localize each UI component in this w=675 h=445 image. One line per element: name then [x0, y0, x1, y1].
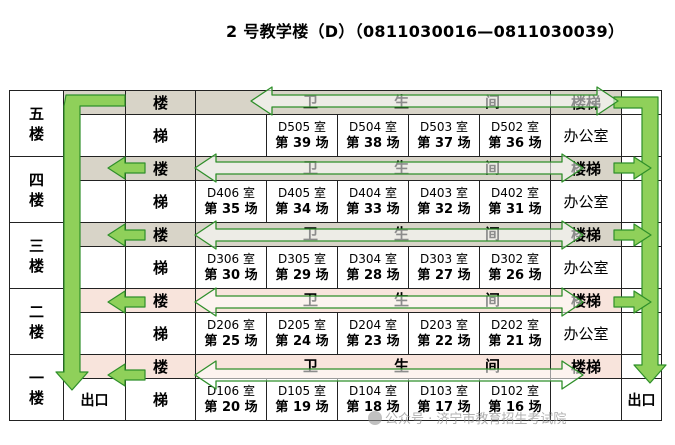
restroom-wei: 卫 [303, 159, 319, 177]
stair-ti-2: 梯 [125, 312, 196, 355]
east-edge-5b [621, 114, 662, 157]
corridor-restroom-1: 卫 生 间 [195, 354, 551, 379]
west-corridor-5 [63, 90, 126, 115]
east-edge-5 [621, 90, 662, 115]
office-3: 办公室 [550, 246, 622, 289]
west-area-5 [63, 114, 126, 157]
empty-room-5 [195, 114, 267, 157]
room-cell: D202 室第 21 场 [479, 312, 551, 355]
room-cell: D106 室第 20 场 [195, 378, 267, 421]
restroom-sheng: 生 [394, 225, 410, 243]
restroom-wei: 卫 [303, 291, 319, 309]
corridor-restroom-4: 卫 生 间 [195, 156, 551, 181]
office-2: 办公室 [550, 312, 622, 355]
stair-right-5: 楼梯 [550, 90, 622, 115]
room-cell: D504 室第 38 场 [337, 114, 409, 157]
stair-lou-3: 楼 [125, 222, 196, 247]
stair-lou-5: 楼 [125, 90, 196, 115]
east-edge-3b [621, 246, 662, 289]
stair-ti-1: 梯 [125, 378, 196, 421]
restroom-sheng: 生 [394, 291, 410, 309]
east-edge-4 [621, 156, 662, 181]
floor-label-4: 四楼 [9, 156, 64, 223]
restroom-jian: 间 [485, 291, 501, 309]
floor-label-2: 二楼 [9, 288, 64, 355]
room-cell: D204 室第 23 场 [337, 312, 409, 355]
west-corridor-2 [63, 288, 126, 313]
room-cell: D206 室第 25 场 [195, 312, 267, 355]
room-cell: D402 室第 31 场 [479, 180, 551, 223]
restroom-jian: 间 [485, 357, 501, 375]
room-cell: D502 室第 36 场 [479, 114, 551, 157]
office-4: 办公室 [550, 180, 622, 223]
exit-east: 出口 [621, 378, 662, 421]
room-cell: D505 室第 39 场 [266, 114, 338, 157]
room-cell: D302 室第 26 场 [479, 246, 551, 289]
floor-label-5: 五楼 [9, 90, 64, 157]
room-cell: D406 室第 35 场 [195, 180, 267, 223]
room-cell: D503 室第 37 场 [408, 114, 480, 157]
west-area-2 [63, 312, 126, 355]
stair-ti-3: 梯 [125, 246, 196, 289]
room-cell: D403 室第 32 场 [408, 180, 480, 223]
watermark: 公众号 · 济宁市教育招生考试院 [368, 408, 566, 427]
room-cell: D304 室第 28 场 [337, 246, 409, 289]
restroom-sheng: 生 [394, 93, 410, 111]
stair-right-2: 楼梯 [550, 288, 622, 313]
restroom-jian: 间 [485, 225, 501, 243]
stair-right-1: 楼梯 [550, 354, 622, 379]
page-title: 2 号教学楼（D）（0811030016—0811030039） [226, 22, 625, 41]
corridor-restroom-2: 卫 生 间 [195, 288, 551, 313]
corridor-restroom-5: 卫 生 间 [195, 90, 551, 115]
floor-plan-table: 五楼 楼 卫 生 间 楼梯 梯 D505 室第 39 场 D504 室第 38 … [9, 90, 662, 421]
office-5: 办公室 [550, 114, 622, 157]
room-cell: D303 室第 27 场 [408, 246, 480, 289]
room-cell: D305 室第 29 场 [266, 246, 338, 289]
restroom-wei: 卫 [303, 93, 319, 111]
restroom-jian: 间 [485, 93, 501, 111]
wechat-icon [368, 411, 382, 425]
east-edge-4b [621, 180, 662, 223]
floor-label-1: 一楼 [9, 354, 64, 421]
west-corridor-1 [63, 354, 126, 379]
east-edge-2 [621, 288, 662, 313]
room-cell: D105 室第 19 场 [266, 378, 338, 421]
room-cell: D404 室第 33 场 [337, 180, 409, 223]
west-area-3 [63, 246, 126, 289]
stair-right-4: 楼梯 [550, 156, 622, 181]
restroom-sheng: 生 [394, 159, 410, 177]
watermark-text: 公众号 · 济宁市教育招生考试院 [385, 412, 567, 427]
stair-lou-2: 楼 [125, 288, 196, 313]
floor-label-3: 三楼 [9, 222, 64, 289]
west-corridor-3 [63, 222, 126, 247]
stair-lou-1: 楼 [125, 354, 196, 379]
corridor-restroom-3: 卫 生 间 [195, 222, 551, 247]
stair-ti-5: 梯 [125, 114, 196, 157]
restroom-wei: 卫 [303, 357, 319, 375]
stair-lou-4: 楼 [125, 156, 196, 181]
restroom-jian: 间 [485, 159, 501, 177]
room-cell: D205 室第 24 场 [266, 312, 338, 355]
stair-right-3: 楼梯 [550, 222, 622, 247]
room-cell: D405 室第 34 场 [266, 180, 338, 223]
west-area-4 [63, 180, 126, 223]
restroom-sheng: 生 [394, 357, 410, 375]
east-edge-1 [621, 354, 662, 379]
room-cell: D306 室第 30 场 [195, 246, 267, 289]
stair-ti-4: 梯 [125, 180, 196, 223]
restroom-wei: 卫 [303, 225, 319, 243]
east-edge-2b [621, 312, 662, 355]
east-edge-3 [621, 222, 662, 247]
exit-west: 出口 [63, 378, 126, 421]
west-corridor-4 [63, 156, 126, 181]
room-cell: D203 室第 22 场 [408, 312, 480, 355]
